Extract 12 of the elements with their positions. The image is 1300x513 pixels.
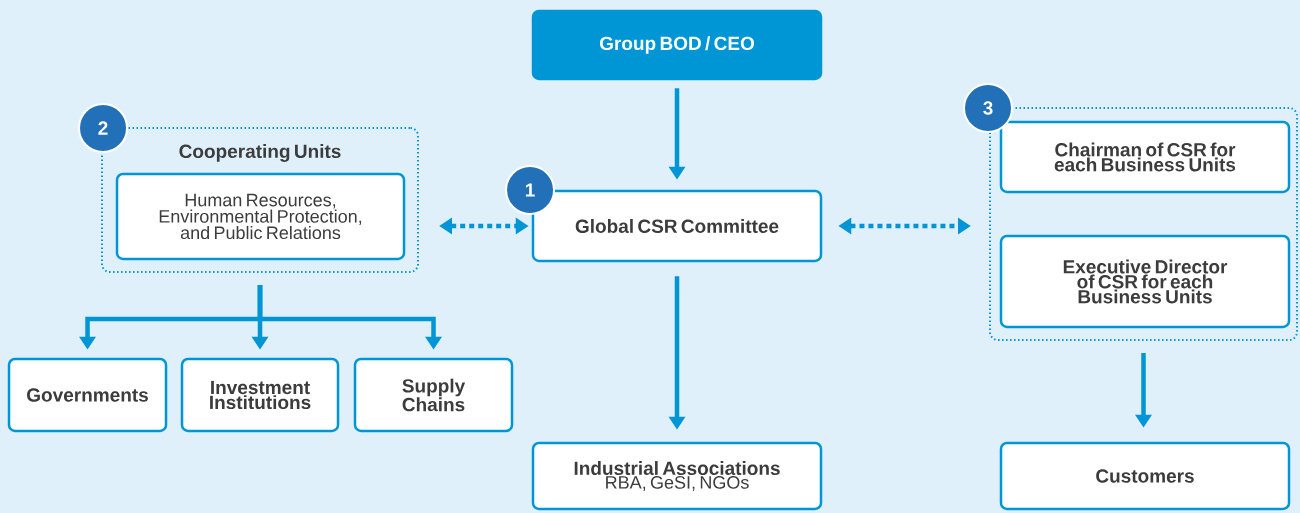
process-box: Executive Director of CSR for each Business Units [999, 234, 1291, 329]
number-badge: 1 [505, 165, 555, 215]
process-box: Human Resources, Environmental Protection, and Public Relations [115, 172, 406, 261]
process-box: Industrial Associations RBA, GeSI, NGOs [531, 441, 823, 511]
process-box: Supply Chains [353, 357, 514, 433]
number-badge: 3 [963, 83, 1013, 133]
process-box: Chairman of CSR for each Business Units [999, 120, 1291, 194]
process-box: Investment Institutions [180, 357, 340, 433]
process-box: Governments [7, 357, 168, 433]
process-box: Group BOD / CEO [531, 9, 823, 81]
process-box: Customers [999, 441, 1291, 511]
number-badge: 2 [78, 103, 128, 153]
